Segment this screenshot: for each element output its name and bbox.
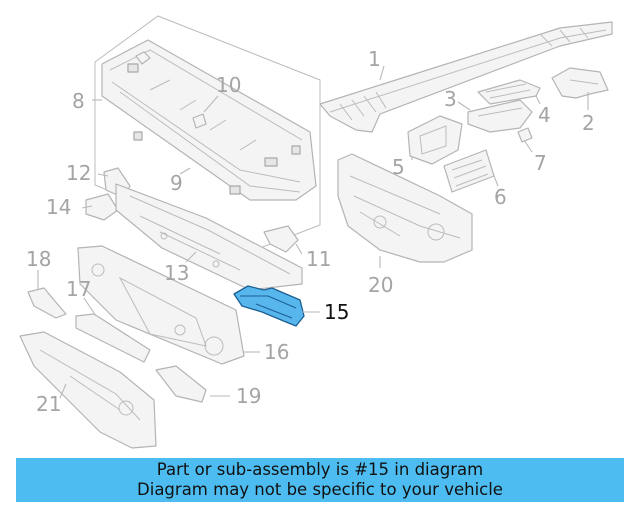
part-8-group-box (94, 15, 321, 251)
part-11-bracket (263, 225, 299, 253)
callout-15: 15 (324, 300, 349, 324)
banner-line-2: Diagram may not be specific to your vehi… (137, 480, 503, 499)
part-10-clip (135, 51, 207, 129)
part-21-insulator (19, 331, 157, 449)
callout-4: 4 (538, 103, 551, 127)
part-1-cowl-grille (319, 21, 613, 133)
callout-11: 11 (306, 247, 331, 271)
callout-13: 13 (164, 261, 189, 285)
callout-16: 16 (264, 340, 289, 364)
part-7-clip (517, 127, 533, 143)
callout-18: 18 (26, 247, 51, 271)
part-6-seal (443, 149, 495, 193)
part-13-cowl-lower-panel (115, 183, 303, 291)
callout-5: 5 (392, 155, 405, 179)
callout-20: 20 (368, 273, 393, 297)
part-9-cowl-top-panel (101, 39, 317, 201)
part-19-bracket (155, 365, 207, 403)
callout-6: 6 (494, 185, 507, 209)
callout-12: 12 (66, 161, 91, 185)
leader-lines (37, 65, 589, 399)
callout-10: 10 (216, 73, 241, 97)
callout-2: 2 (582, 111, 595, 135)
part-14-bracket (85, 193, 119, 221)
info-banner: Part or sub-assembly is #15 in diagram D… (16, 458, 624, 502)
part-20-side-panel (337, 153, 473, 263)
part-2-bracket (551, 67, 609, 99)
part-15-highlighted[interactable] (233, 285, 305, 327)
part-4-grille-insert (477, 79, 541, 105)
parts-diagram: 1 2 3 4 5 6 7 8 9 10 11 12 13 14 15 16 1… (19, 15, 613, 449)
callout-17: 17 (66, 277, 91, 301)
callout-21: 21 (36, 392, 61, 416)
callout-7: 7 (534, 151, 547, 175)
callout-3: 3 (444, 87, 457, 111)
part-3-duct (467, 99, 533, 133)
part-16-dash-panel (77, 245, 245, 365)
callout-14: 14 (46, 195, 71, 219)
part-18-bracket (27, 287, 67, 319)
banner-line-1: Part or sub-assembly is #15 in diagram (156, 460, 484, 479)
callout-9: 9 (170, 171, 183, 195)
callout-19: 19 (236, 384, 261, 408)
part-17-reinforcement (75, 313, 151, 363)
callout-1: 1 (368, 47, 381, 71)
part-5-vent (407, 115, 463, 165)
callout-8: 8 (72, 89, 85, 113)
